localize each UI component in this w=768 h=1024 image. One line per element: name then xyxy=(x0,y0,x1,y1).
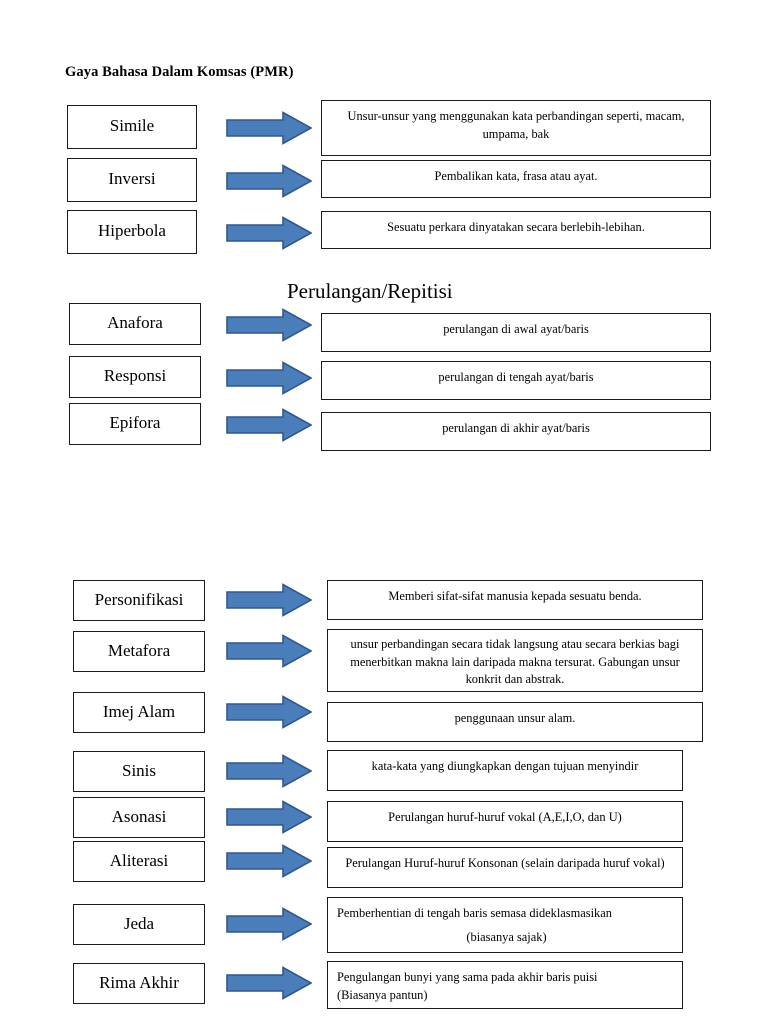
term-box-epifora: Epifora xyxy=(69,403,201,445)
description-text: perulangan di awal ayat/baris xyxy=(443,322,589,336)
right-arrow-icon xyxy=(226,111,312,145)
description-text: kata-kata yang diungkapkan dengan tujuan… xyxy=(371,759,639,773)
description-box-sinis: kata-kata yang diungkapkan dengan tujuan… xyxy=(327,750,683,791)
term-box-sinis: Sinis xyxy=(73,751,205,792)
right-arrow-icon xyxy=(226,754,312,788)
term-box-metafora: Metafora xyxy=(73,631,205,672)
right-arrow-icon xyxy=(226,361,312,395)
term-box-rima-akhir: Rima Akhir xyxy=(73,963,205,1004)
term-box-personifikasi: Personifikasi xyxy=(73,580,205,621)
right-arrow-icon xyxy=(226,583,312,617)
right-arrow-icon xyxy=(226,907,312,941)
right-arrow-icon xyxy=(226,966,312,1000)
description-box-jeda: Pemberhentian di tengah baris semasa did… xyxy=(327,897,683,953)
description-text: Unsur-unsur yang menggunakan kata perban… xyxy=(347,109,685,141)
right-arrow-icon xyxy=(226,844,312,878)
description-text: Pembalikan kata, frasa atau ayat. xyxy=(434,169,598,183)
description-box-rima-akhir: Pengulangan bunyi yang sama pada akhir b… xyxy=(327,961,683,1009)
description-box-anafora: perulangan di awal ayat/baris xyxy=(321,313,711,352)
section-heading-perulangan: Perulangan/Repitisi xyxy=(287,279,453,303)
term-box-responsi: Responsi xyxy=(69,356,201,398)
term-label: Simile xyxy=(109,116,155,136)
term-label: Responsi xyxy=(103,366,167,386)
right-arrow-icon xyxy=(226,695,312,729)
description-text: perulangan di akhir ayat/baris xyxy=(442,421,590,435)
description-box-metafora: unsur perbandingan secara tidak langsung… xyxy=(327,629,703,692)
term-label: Hiperbola xyxy=(98,221,166,241)
description-box-epifora: perulangan di akhir ayat/baris xyxy=(321,412,711,451)
term-box-simile: Simile xyxy=(67,105,197,149)
term-label: Epifora xyxy=(109,413,161,433)
description-text: Sesuatu perkara dinyatakan secara berleb… xyxy=(387,220,645,234)
description-text: Perulangan Huruf-huruf Konsonan (selain … xyxy=(345,856,665,870)
term-box-anafora: Anafora xyxy=(69,303,201,345)
description-text-line2: (Biasanya pantun) xyxy=(337,987,428,1002)
description-box-inversi: Pembalikan kata, frasa atau ayat. xyxy=(321,160,711,198)
term-box-asonasi: Asonasi xyxy=(73,797,205,838)
term-label: Metafora xyxy=(107,640,171,660)
right-arrow-icon xyxy=(226,216,312,250)
term-label: Asonasi xyxy=(111,806,167,826)
right-arrow-icon xyxy=(226,308,312,342)
page-title: Gaya Bahasa Dalam Komsas (PMR) xyxy=(65,64,294,80)
right-arrow-icon xyxy=(226,800,312,834)
description-text: perulangan di tengah ayat/baris xyxy=(438,370,594,384)
description-text: penggunaan unsur alam. xyxy=(454,711,576,725)
right-arrow-icon xyxy=(226,408,312,442)
description-text: Perulangan huruf-huruf vokal (A,E,I,O, d… xyxy=(388,810,622,824)
description-text: Pemberhentian di tengah baris semasa did… xyxy=(337,906,612,920)
description-box-simile: Unsur-unsur yang menggunakan kata perban… xyxy=(321,100,711,156)
description-box-responsi: perulangan di tengah ayat/baris xyxy=(321,361,711,400)
description-box-aliterasi: Perulangan Huruf-huruf Konsonan (selain … xyxy=(327,847,683,888)
description-text: unsur perbandingan secara tidak langsung… xyxy=(350,637,680,687)
term-box-aliterasi: Aliterasi xyxy=(73,841,205,882)
term-label: Imej Alam xyxy=(102,701,176,721)
description-box-personifikasi: Memberi sifat-sifat manusia kepada sesua… xyxy=(327,580,703,620)
term-box-jeda: Jeda xyxy=(73,904,205,945)
term-box-hiperbola: Hiperbola xyxy=(67,210,197,254)
description-text: Pengulangan bunyi yang sama pada akhir b… xyxy=(337,970,598,984)
right-arrow-icon xyxy=(226,634,312,668)
description-text: Memberi sifat-sifat manusia kepada sesua… xyxy=(388,589,642,603)
term-label: Personifikasi xyxy=(94,589,184,609)
description-box-imej-alam: penggunaan unsur alam. xyxy=(327,702,703,742)
term-label: Anafora xyxy=(107,313,163,333)
description-text-line2: (biasanya sajak) xyxy=(466,929,547,944)
term-label: Aliterasi xyxy=(109,850,169,870)
term-label: Rima Akhir xyxy=(99,972,179,992)
term-label: Inversi xyxy=(108,169,156,189)
term-box-inversi: Inversi xyxy=(67,158,197,202)
description-box-asonasi: Perulangan huruf-huruf vokal (A,E,I,O, d… xyxy=(327,801,683,842)
description-box-hiperbola: Sesuatu perkara dinyatakan secara berleb… xyxy=(321,211,711,249)
right-arrow-icon xyxy=(226,164,312,198)
term-label: Sinis xyxy=(121,760,157,780)
term-label: Jeda xyxy=(123,913,155,933)
term-box-imej-alam: Imej Alam xyxy=(73,692,205,733)
